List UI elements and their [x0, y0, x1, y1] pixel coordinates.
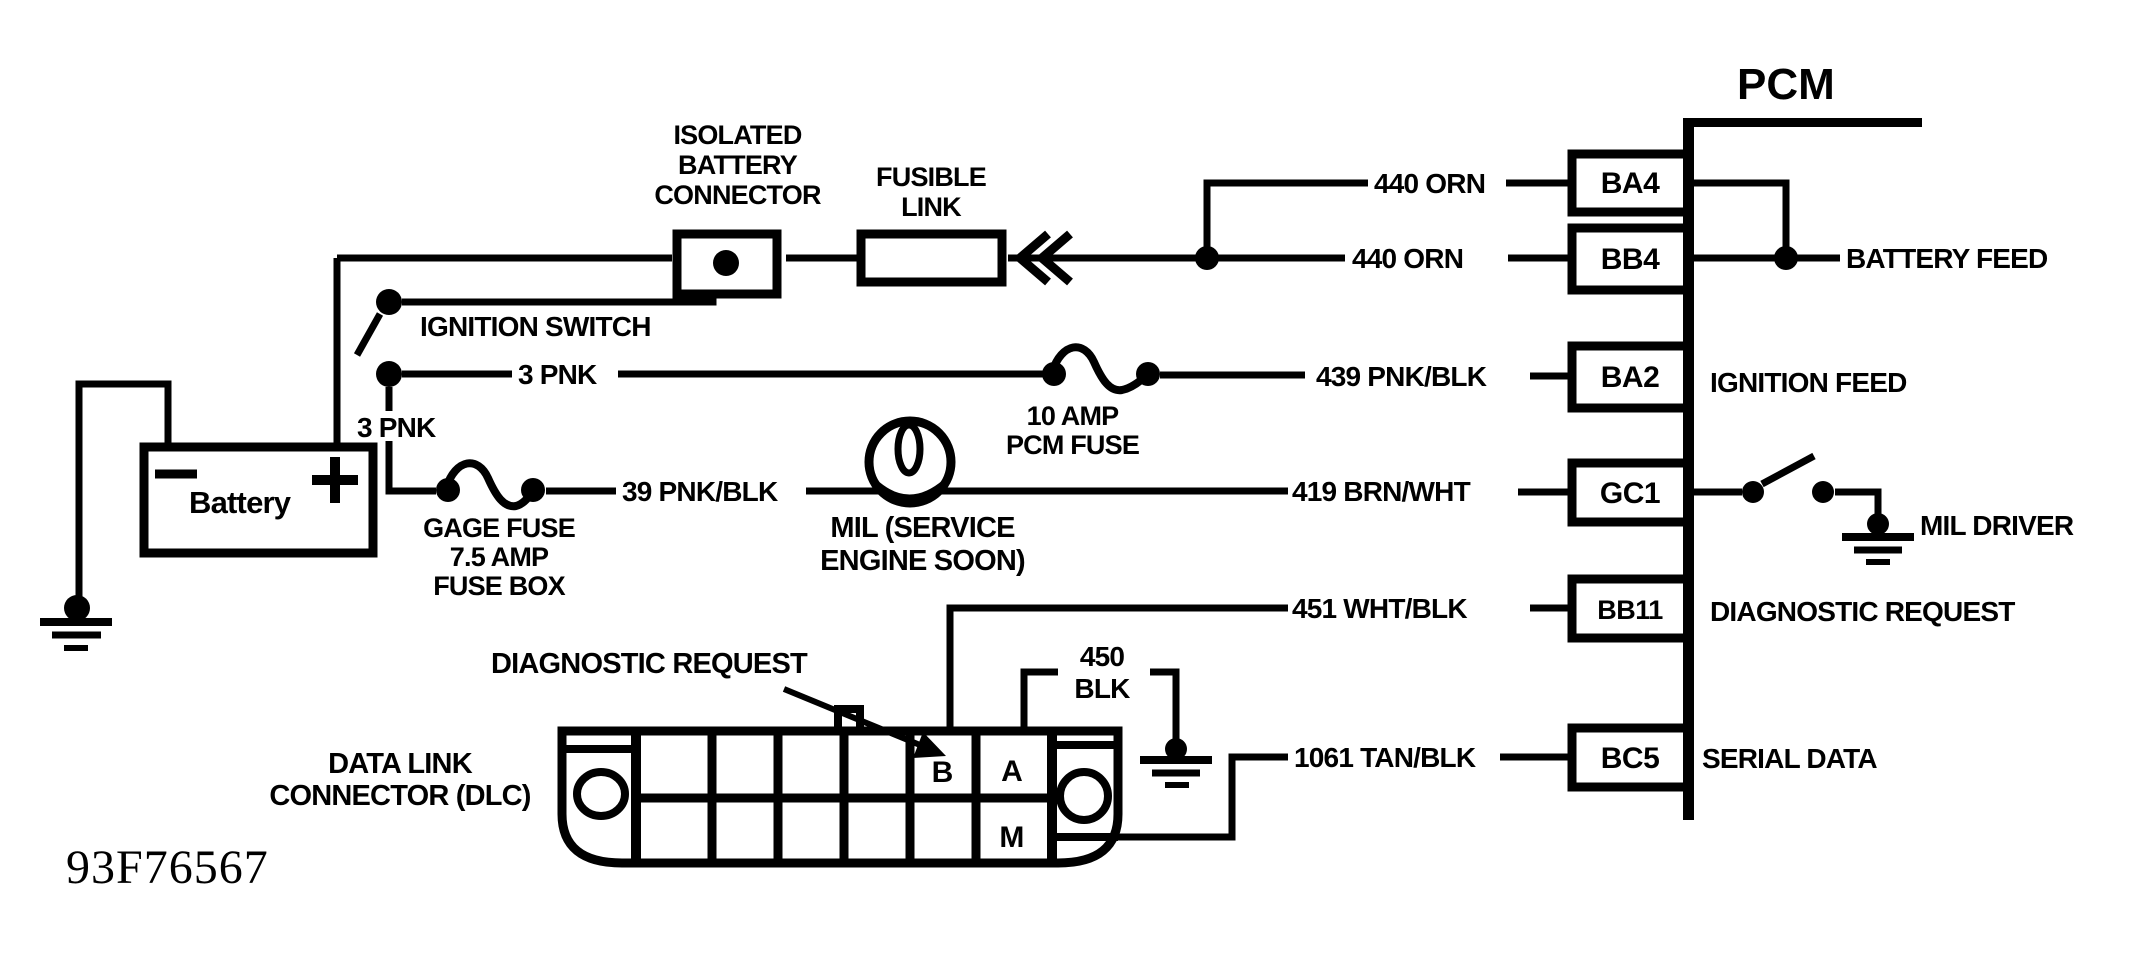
dlc-screw-hole-left — [573, 768, 629, 820]
connector-tap-wire — [402, 298, 717, 306]
wire-label-419-brn-wht: 419 BRN/WHT — [1292, 476, 1471, 507]
gage-fuse-symbol — [436, 459, 545, 511]
pcm-connector-bar — [1683, 118, 1922, 820]
function-ignition-feed: IGNITION FEED — [1710, 367, 1907, 398]
pcm-pin-boxes — [1567, 149, 1693, 792]
serial-data-wire — [1118, 753, 1572, 841]
function-mil-driver: MIL DRIVER — [1920, 510, 2074, 541]
pin-box-bb11 — [1567, 574, 1693, 643]
ignition-feed-wire — [402, 370, 1572, 380]
wire-label-451-wht-blk: 451 WHT/BLK — [1292, 593, 1468, 624]
isolated-battery-connector-label: ISOLATED BATTERY CONNECTOR — [654, 120, 821, 210]
ignition-switch-symbol — [353, 289, 402, 387]
dlc-screw-hole-right — [1056, 768, 1112, 824]
wires — [75, 179, 1882, 841]
pcm-title: PCM — [1737, 60, 1835, 109]
mil-lamp-label: MIL (SERVICE ENGINE SOON) — [820, 512, 1026, 577]
wire-label-1061-tan-blk: 1061 TAN/BLK — [1294, 742, 1476, 773]
figure-number: 93F76567 — [66, 841, 269, 894]
dlc-ground-elbow-left — [1020, 668, 1058, 728]
isolated-battery-connector-symbol — [672, 229, 782, 299]
pcm-fuse-symbol — [1042, 343, 1160, 395]
function-serial-data: SERIAL DATA — [1702, 743, 1878, 774]
wire-label-450-blk: 450 BLK — [1074, 641, 1130, 704]
pcm-internal-junction-dot — [1774, 246, 1798, 270]
dlc-diagnostic-request-label: DIAGNOSTIC REQUEST — [491, 648, 808, 680]
pin-box-ba4 — [1567, 149, 1693, 217]
dlc-pin-b: B — [931, 756, 954, 789]
pin-label-ba2: BA2 — [1600, 361, 1660, 394]
pcm-fuse-label: 10 AMP PCM FUSE — [1005, 401, 1140, 460]
wire-label-440-orn-ba4: 440 ORN — [1374, 168, 1486, 199]
pin-label-bb4: BB4 — [1600, 243, 1660, 276]
battery-pnk-wire — [385, 387, 436, 495]
pin-box-bc5 — [1567, 723, 1693, 792]
ignition-switch-label: IGNITION SWITCH — [420, 311, 651, 342]
dlc-pin-a: A — [1001, 755, 1023, 788]
dlc-connector-symbol — [557, 705, 1123, 868]
inline-connector-chevron-icon — [1013, 230, 1073, 286]
mil-driver-wire — [1693, 488, 1882, 518]
function-battery-feed: BATTERY FEED — [1846, 243, 2048, 274]
pin-label-ba4: BA4 — [1600, 167, 1660, 200]
plus-terminal-icon — [312, 457, 358, 503]
pin-label-bb11: BB11 — [1597, 595, 1663, 625]
gage-fuse-label: GAGE FUSE 7.5 AMP FUSE BOX — [423, 513, 576, 601]
pin-box-ba2 — [1567, 341, 1693, 413]
dlc-ground-icon — [1140, 738, 1212, 788]
wire-label-39-pnk-blk: 39 PNK/BLK — [622, 476, 778, 507]
mil-driver-switch-symbol — [1742, 452, 1834, 503]
battery-negative-wire — [75, 380, 172, 600]
battery-label: Battery — [189, 485, 291, 520]
diagnostic-request-arrow-icon — [782, 686, 946, 758]
wire-label-439-pnk-blk: 439 PNK/BLK — [1316, 361, 1487, 392]
wire-label-440-orn-bb4: 440 ORN — [1352, 243, 1464, 274]
fusible-link-label: FUSIBLE LINK — [876, 162, 987, 222]
fusible-link-symbol — [856, 229, 1007, 287]
wire-label-3-pnk-ignition: 3 PNK — [518, 359, 597, 390]
pin-label-gc1: GC1 — [1599, 477, 1661, 510]
mil-driver-ground-icon — [1842, 513, 1914, 565]
pcm-internal-wire — [1693, 179, 1840, 262]
battery-ground-icon — [40, 595, 112, 651]
dlc-label: DATA LINK CONNECTOR (DLC) — [269, 748, 531, 812]
diagnostic-request-wire — [946, 604, 1572, 731]
pin-box-gc1 — [1567, 458, 1693, 527]
dlc-pin-m: M — [999, 821, 1024, 854]
pin-box-bb4 — [1567, 223, 1693, 295]
battery-symbol — [139, 442, 378, 558]
function-diagnostic-request: DIAGNOSTIC REQUEST — [1710, 596, 2015, 627]
wire-label-3-pnk-battery: 3 PNK — [357, 412, 436, 443]
dlc-ground-elbow-right — [1150, 668, 1180, 740]
junction-dot — [1195, 246, 1219, 270]
pin-label-bc5: BC5 — [1600, 742, 1660, 775]
mil-lamp-icon — [864, 416, 956, 508]
ba4-branch-wire — [1203, 179, 1572, 258]
